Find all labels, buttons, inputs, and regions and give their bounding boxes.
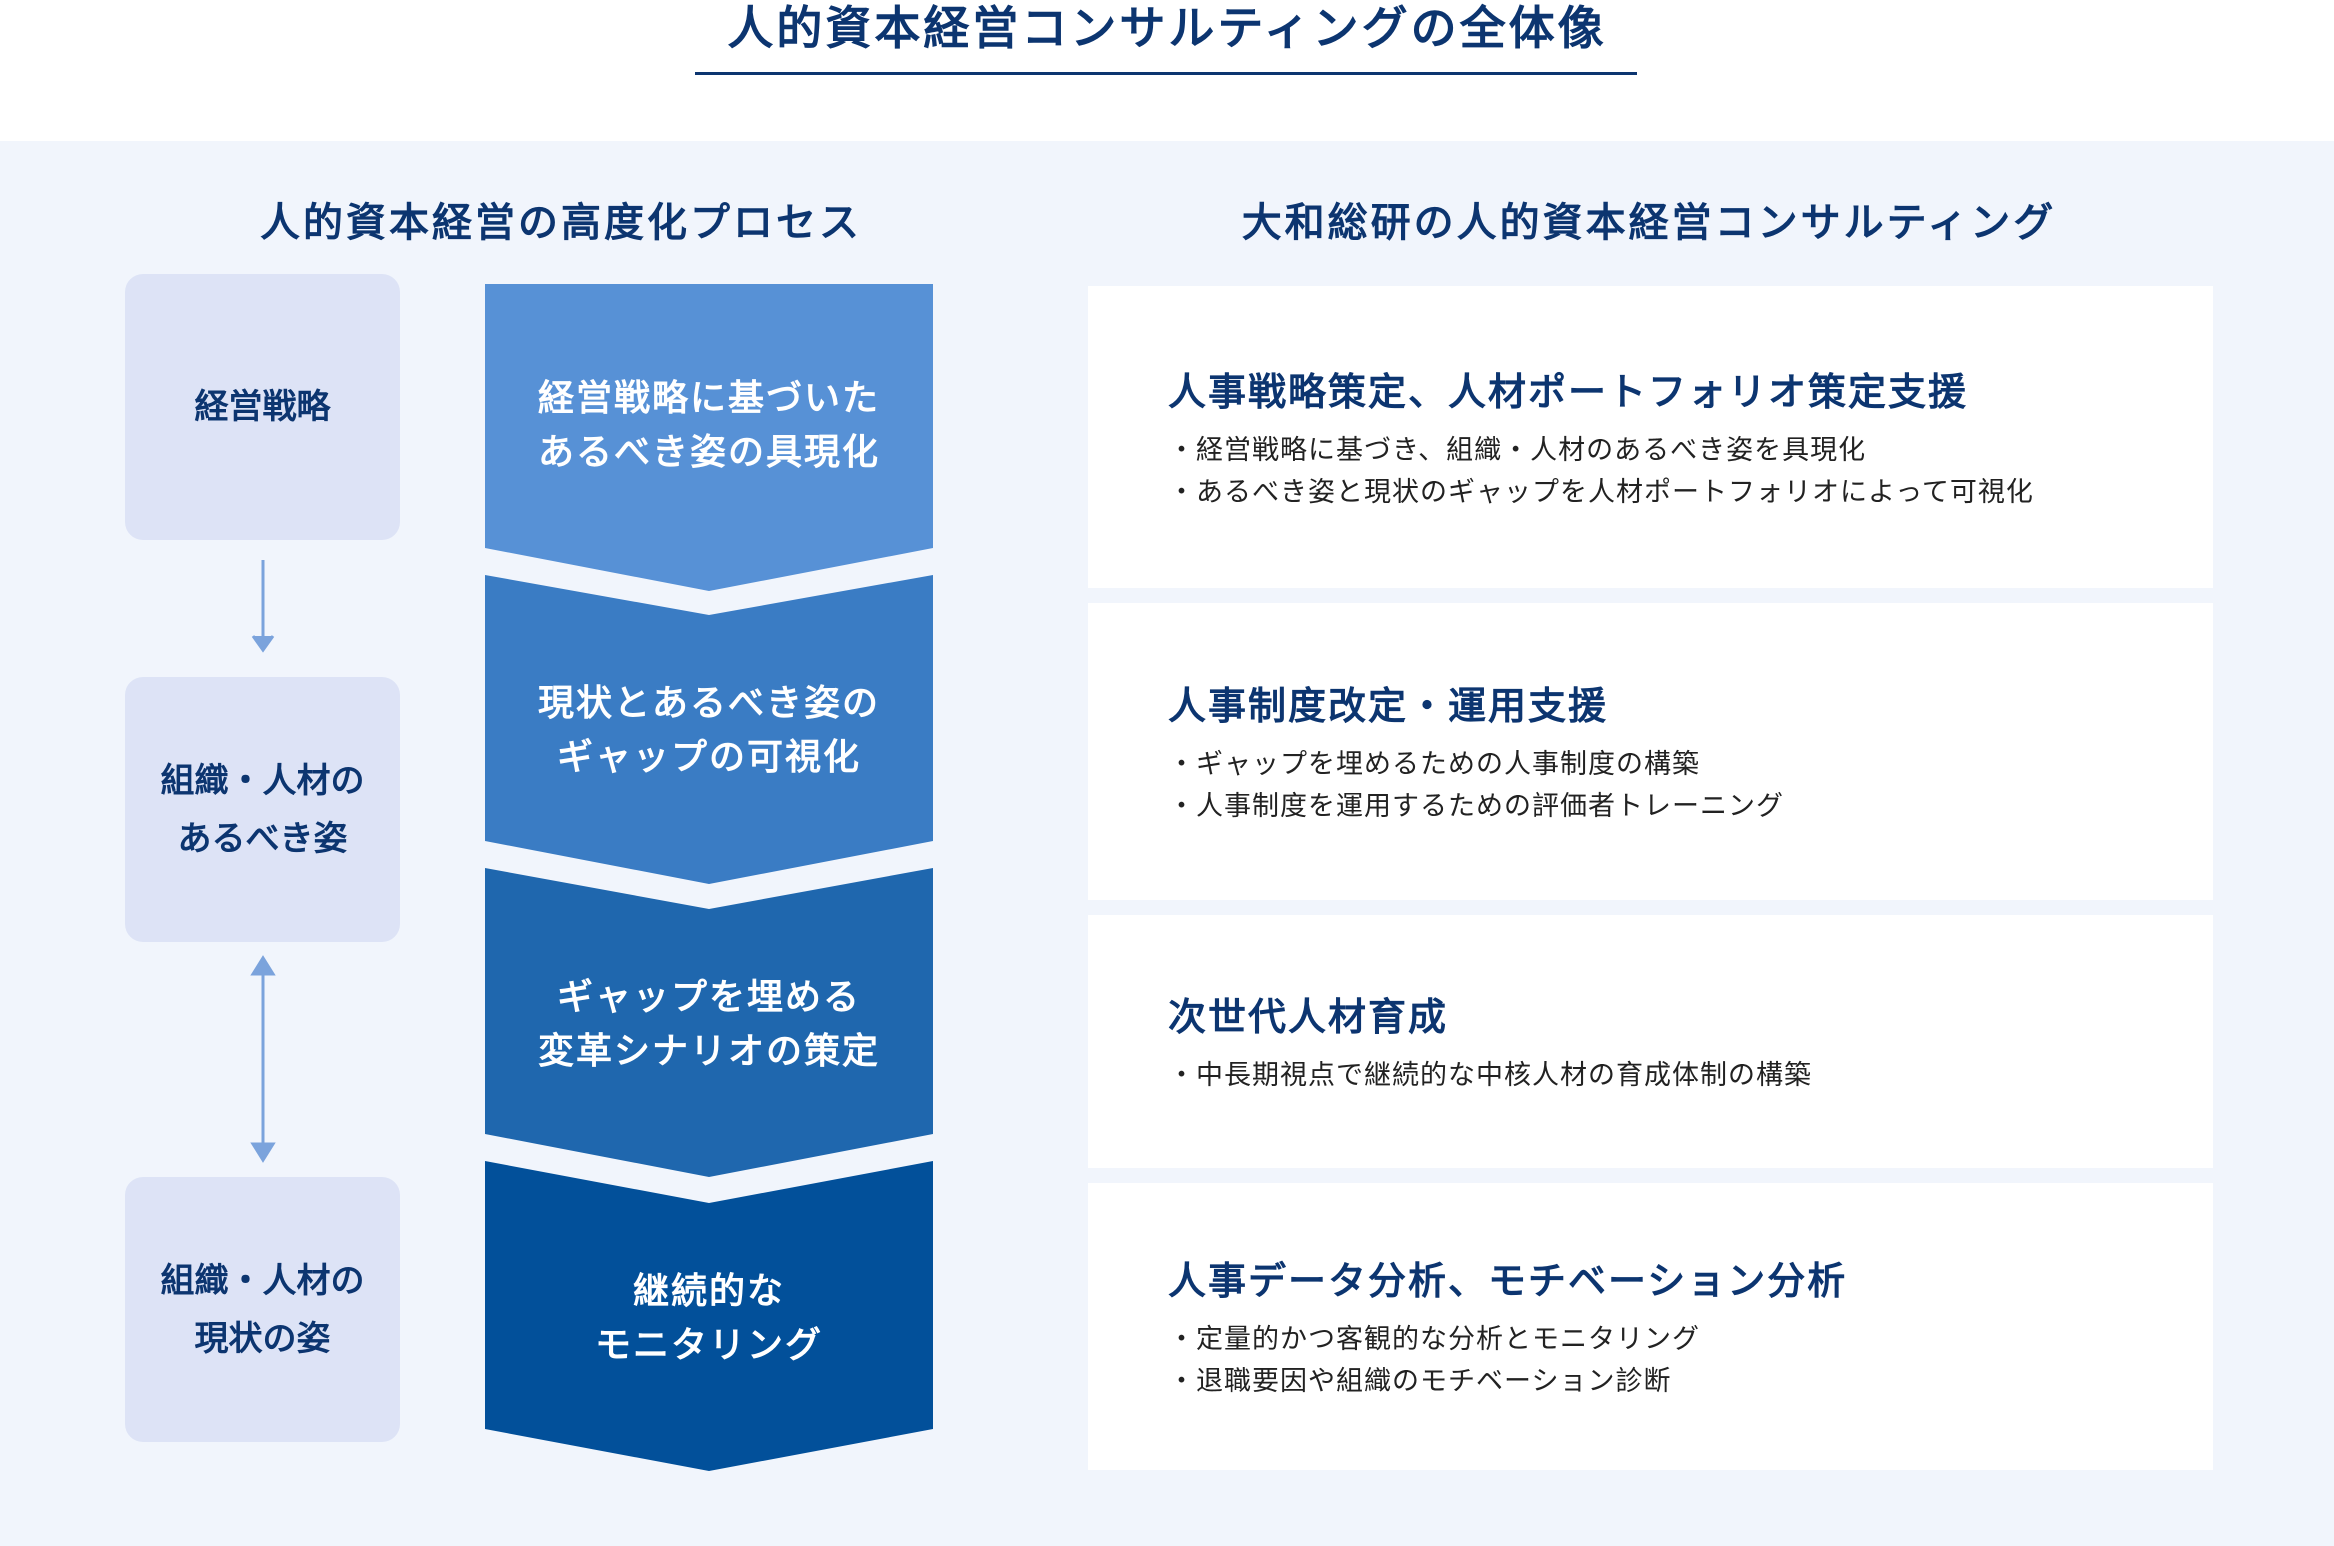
- service-title: 人事制度改定・運用支援: [1168, 684, 1609, 728]
- chevron-label-3: ギャップを埋める 変革シナリオの策定: [537, 977, 880, 1072]
- chevron-label-4: 継続的な モニタリング: [594, 1271, 823, 1366]
- service-bullet: ・人事制度を運用するための評価者トレーニング: [1168, 791, 1784, 822]
- chevron-step-3: [485, 868, 933, 1177]
- chevron-label-1: 経営戦略に基づいた あるべき姿の具現化: [537, 378, 880, 473]
- chevron-label-2: 現状とあるべき姿の ギャップの可視化: [537, 683, 880, 778]
- service-title: 次世代人材育成: [1168, 995, 1449, 1039]
- service-bullet: ・経営戦略に基づき、組織・人材のあるべき姿を具現化: [1168, 434, 1867, 466]
- chevron-step-4: [485, 1161, 933, 1471]
- service-bullet: ・あるべき姿と現状のギャップを人材ポートフォリオによって可視化: [1168, 476, 2034, 508]
- consulting-heading: 大和総研の人的資本経営コンサルティング: [1241, 200, 2057, 246]
- service-bullet: ・ギャップを埋めるための人事制度の構築: [1168, 749, 1700, 780]
- service-title: 人事戦略策定、人材ポートフォリオ策定支援: [1168, 369, 1969, 414]
- state-box-strategy: 経営戦略: [125, 274, 400, 540]
- service-card: 人事制度改定・運用支援 ・ギャップを埋めるための人事制度の構築・人事制度を運用す…: [1088, 603, 2213, 900]
- service-card: 次世代人材育成 ・中長期視点で継続的な中核人材の育成体制の構築: [1088, 915, 2213, 1168]
- state-box-current: 組織・人材の 現状の姿: [125, 1177, 400, 1442]
- down-arrow-icon: [251, 560, 275, 653]
- chevron-step-2: [485, 575, 933, 884]
- process-heading: 人的資本経営の高度化プロセス: [260, 200, 862, 246]
- service-bullet: ・定量的かつ客観的な分析とモニタリング: [1168, 1324, 1700, 1355]
- service-card: 人事データ分析、モチベーション分析 ・定量的かつ客観的な分析とモニタリング・退職…: [1088, 1183, 2213, 1470]
- service-bullet: ・退職要因や組織のモチベーション診断: [1168, 1366, 1672, 1397]
- title-underline: [695, 72, 1637, 75]
- service-card: 人事戦略策定、人材ポートフォリオ策定支援 ・経営戦略に基づき、組織・人材のあるべ…: [1088, 286, 2213, 588]
- double-arrow-icon: [250, 955, 276, 1163]
- page-title: 人的資本経営コンサルティングの全体像: [727, 1, 1607, 55]
- chevron-step-1: [485, 284, 933, 591]
- service-bullet: ・中長期視点で継続的な中核人材の育成体制の構築: [1168, 1060, 1812, 1091]
- service-title: 人事データ分析、モチベーション分析: [1168, 1259, 1848, 1303]
- state-box-ideal: 組織・人材の あるべき姿: [125, 677, 400, 942]
